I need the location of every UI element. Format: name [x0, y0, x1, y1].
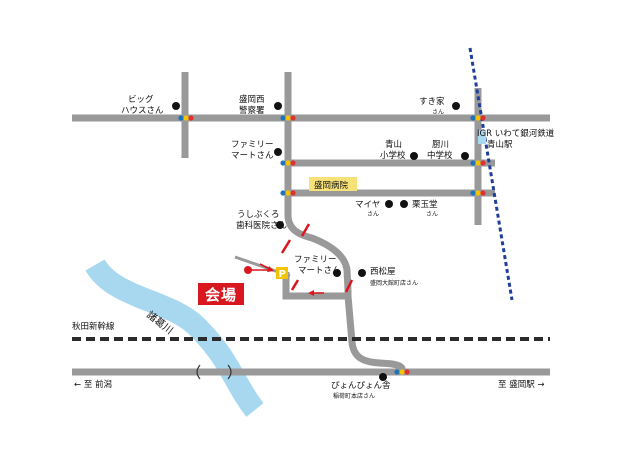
parking-marker — [276, 267, 288, 279]
direction-east: 至 盛岡駅 → — [498, 379, 545, 390]
parking-label: P — [279, 269, 286, 280]
kuriyagawa-jhs-marker — [461, 152, 469, 160]
signal-pyonpyonsha — [394, 369, 410, 375]
familymart-south-marker — [333, 269, 341, 277]
traffic-signals — [178, 115, 486, 375]
sukiya-line1: すき家 — [419, 96, 445, 107]
shinkansen-label: 秋田新幹線 — [72, 321, 115, 332]
kuriodo-marker — [400, 200, 408, 208]
rail-crossing-west — [196, 364, 201, 380]
igr-label-line2: 青山駅 — [487, 139, 513, 150]
signal-school — [470, 160, 486, 166]
sukiya-line2: さん — [432, 109, 444, 116]
hospital-label: 盛岡病院 — [314, 180, 349, 191]
familymart-north-line1: ファミリー — [231, 140, 274, 150]
familymart-north-marker — [274, 148, 282, 156]
maiya-marker — [385, 200, 393, 208]
kuriyagawa-jhs-line2: 中学校 — [427, 150, 453, 161]
aoyama-station-marker — [478, 130, 486, 144]
sukiya-marker — [452, 102, 460, 110]
kuriodo-line2: さん — [426, 211, 438, 218]
kuriyagawa-jhs-line1: 厨川 — [432, 140, 449, 150]
ushikubo-line1: うしぶくろ — [237, 210, 280, 220]
signal-police — [280, 115, 296, 121]
landmarks: ビッグ ハウスさん 盛岡西 警察署 すき家 さん ファミリー マートさん 青山 … — [121, 94, 469, 400]
police-line1: 盛岡西 — [239, 94, 265, 105]
route-arrow-5-head — [308, 290, 314, 296]
pyonpyonsha-line2: 稲荷町本店さん — [333, 392, 375, 400]
nishimatsuya-marker — [358, 269, 366, 277]
signal-hospital-east — [470, 190, 486, 196]
familymart-south-line1: ファミリー — [294, 255, 337, 265]
route-arrow-6 — [290, 279, 300, 291]
route-arrows — [259, 223, 354, 296]
big-house-line2: ハウスさん — [121, 106, 164, 116]
venue-label: 会場 — [198, 283, 244, 305]
route-arrow-4 — [344, 279, 354, 293]
police-line2: 警察署 — [239, 105, 265, 116]
familymart-north-line2: マートさん — [231, 151, 274, 161]
maiya-line2: さん — [367, 211, 379, 218]
road-winding-lower — [344, 295, 406, 373]
big-house-marker — [172, 102, 180, 110]
familymart-south-line2: マートさん — [298, 266, 341, 276]
ushikubo-marker — [276, 221, 284, 229]
aoyama-elem-line1: 青山 — [385, 139, 402, 150]
route-arrow-1 — [300, 223, 311, 237]
igr-railway — [468, 47, 514, 301]
venue-pointer-dot — [244, 266, 252, 274]
direction-west: ← 至 前潟 — [74, 379, 113, 390]
route-arrow-2 — [280, 239, 292, 254]
aoyama-elem-marker — [410, 152, 418, 160]
signal-sukiya — [470, 115, 486, 121]
nishimatsuya-line2: 盛岡大館町店さん — [370, 279, 418, 287]
igr-label-line1: IGR いわて銀河鉄道 — [477, 128, 555, 139]
signal-big-house — [178, 115, 194, 121]
hospital-label-box — [309, 177, 357, 191]
aoyama-elem-line2: 小学校 — [380, 150, 406, 161]
ushikubo-line2: 歯科医院さん — [236, 220, 288, 231]
signal-familymart-north — [280, 160, 296, 166]
route-arrow-3-head — [267, 266, 274, 272]
road-venue-loop — [282, 272, 352, 300]
police-marker — [274, 102, 282, 110]
road-winding-south — [284, 200, 352, 291]
nishimatsuya-line1: 西松屋 — [370, 266, 396, 277]
pyonpyonsha-line1: ぴょんぴょん舎 — [331, 381, 391, 391]
kuriodo-line1: 栗玉堂 — [412, 199, 438, 210]
signal-hospital-west — [280, 190, 296, 196]
river — [85, 258, 264, 417]
rail-crossing-east — [227, 364, 232, 380]
big-house-line1: ビッグ — [128, 94, 154, 105]
pyonpyonsha-marker — [379, 373, 387, 381]
maiya-line1: マイヤ — [355, 200, 380, 210]
